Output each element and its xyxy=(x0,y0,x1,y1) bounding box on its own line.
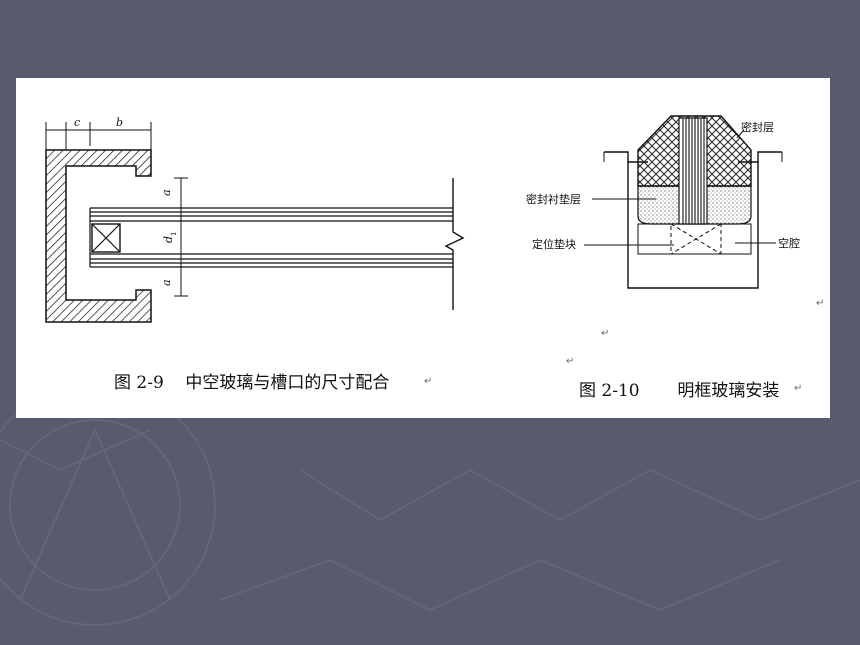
return-mark-icon: ↵ xyxy=(566,356,575,367)
glass-pane xyxy=(678,117,708,225)
diagrams-svg: c b xyxy=(45,115,800,323)
label-c: c xyxy=(74,116,80,129)
caption-figure-2-9: 图 2-9 中空玻璃与槽口的尺寸配合 xyxy=(114,373,390,393)
caption-figure-2-10: 图 2-10 明框玻璃安装 xyxy=(579,381,780,401)
label-a-bottom: a xyxy=(160,279,173,286)
figure-2-10: 密封层 密封衬垫层 定位垫块 空腔 xyxy=(526,115,800,289)
label-seal-layer: 密封层 xyxy=(741,120,774,134)
label-b: b xyxy=(116,116,123,129)
return-mark-icon: ↵ xyxy=(794,383,803,394)
figure-panel: c b xyxy=(16,78,830,418)
label-setting-block: 定位垫块 xyxy=(532,237,576,251)
setting-block xyxy=(670,223,722,255)
return-mark-icon: ↵ xyxy=(601,328,610,339)
label-a-top: a xyxy=(160,189,173,196)
label-cavity: 空腔 xyxy=(778,236,800,250)
label-d1: d xyxy=(162,236,175,243)
channel-section xyxy=(45,149,152,323)
label-seal-liner: 密封衬垫层 xyxy=(526,192,581,206)
return-mark-icon: ↵ xyxy=(816,298,825,309)
label-d1-sub: 1 xyxy=(170,232,178,236)
figure-2-9: c b xyxy=(45,116,465,323)
return-mark-icon: ↵ xyxy=(424,376,433,387)
